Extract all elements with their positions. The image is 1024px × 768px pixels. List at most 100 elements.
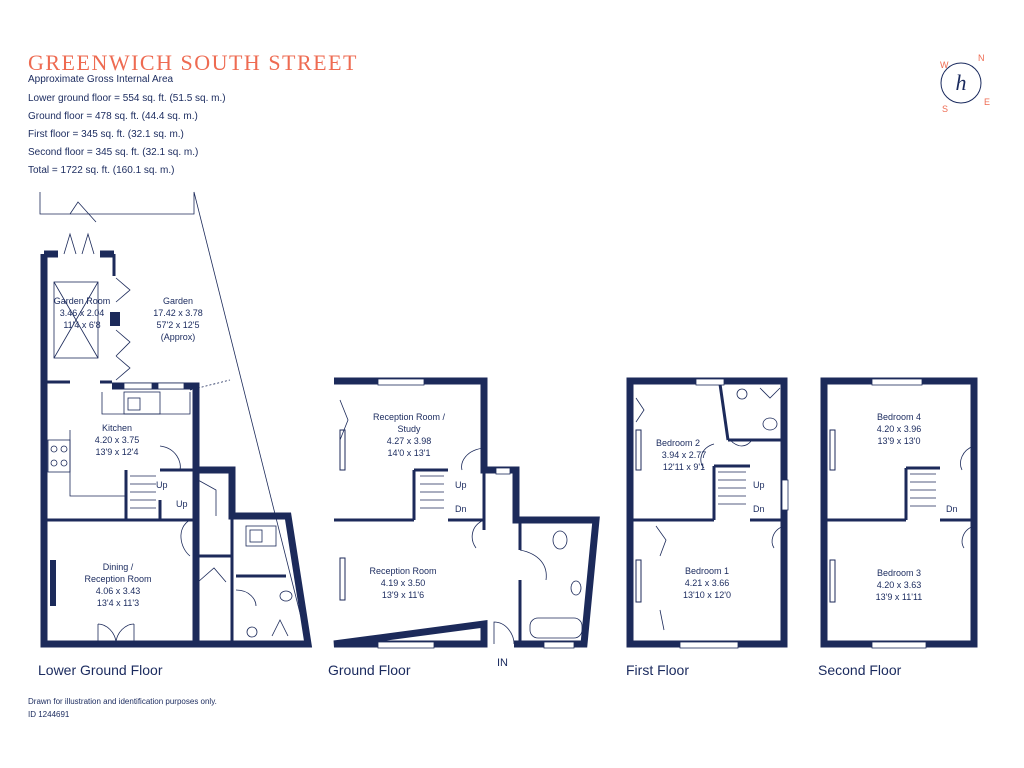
- garden-room-metric: 3.46 x 2.04: [60, 308, 105, 318]
- garden-name: Garden: [163, 296, 193, 306]
- first-stairs: [718, 471, 746, 505]
- garden-room-imperial: 11'4 x 6'8: [63, 320, 100, 330]
- kitchen-imperial: 13'9 x 12'4: [96, 447, 139, 457]
- window: [695, 378, 725, 386]
- lower-stairs-up: Up: [156, 480, 168, 490]
- compass-logo-icon: h W N S E: [940, 53, 990, 112]
- bedroom4-name: Bedroom 4: [877, 412, 921, 422]
- fireplace: [635, 559, 642, 603]
- wall-segment: [904, 466, 940, 520]
- garden-room-name: Garden Room: [54, 296, 111, 306]
- door-swing: [519, 549, 547, 581]
- first-wc-icon: [762, 417, 778, 431]
- compass-w: W: [940, 60, 949, 70]
- door-swing: [700, 443, 715, 469]
- bedroom3-metric: 4.20 x 3.63: [877, 580, 922, 590]
- first-floor-label: First Floor: [626, 662, 689, 678]
- skylight-cross: [53, 281, 99, 359]
- bedroom2-name: Bedroom 2: [656, 438, 700, 448]
- bedroom4-imperial: 13'9 x 13'0: [878, 436, 921, 446]
- fireplace: [339, 429, 346, 471]
- basin-icon: [246, 626, 258, 638]
- garden-boundary: [39, 191, 309, 646]
- hob-ring: [60, 445, 68, 453]
- kitchen-door-swing: [159, 445, 181, 471]
- lower-main-walls: [40, 254, 200, 648]
- hall-stairs-up: Up: [176, 499, 188, 509]
- garden-room-pillar: [110, 312, 120, 326]
- door-swing: [197, 567, 227, 583]
- garden-dash: [189, 379, 231, 391]
- fireplace: [339, 557, 346, 601]
- fireplace: [829, 559, 836, 603]
- entrance-label: IN: [497, 657, 508, 669]
- dining-name: Dining /: [103, 562, 134, 572]
- bedroom4-metric: 4.20 x 3.96: [877, 424, 922, 434]
- lower-ground-floor-plan: [39, 191, 313, 648]
- dining-metric: 4.06 x 3.43: [96, 586, 141, 596]
- kitchen-island: [69, 430, 126, 497]
- ground-stairs: [420, 475, 444, 509]
- bedroom2-imperial: 12'11 x 9'1: [663, 462, 705, 472]
- garden-imperial: 57'2 x 12'5: [157, 320, 200, 330]
- door-swing: [461, 447, 485, 549]
- dining-french-doors: [97, 623, 135, 645]
- first-floor-plan: [626, 377, 789, 649]
- dining-imperial: 13'4 x 11'3: [97, 598, 139, 608]
- reception-metric: 4.19 x 3.50: [381, 578, 426, 588]
- garden-approx: (Approx): [161, 332, 196, 342]
- side-bifold-doors: [115, 277, 131, 381]
- reception-name: Reception Room: [369, 566, 436, 576]
- utility-sink: [245, 525, 277, 547]
- kitchen-sink: [123, 391, 161, 415]
- window: [123, 382, 153, 390]
- compass-n: N: [978, 53, 985, 63]
- second-floor-plan: [820, 377, 978, 649]
- hob-ring: [50, 445, 58, 453]
- hob-icon: [47, 439, 71, 473]
- door-swing: [235, 589, 257, 607]
- shower-icon: [271, 619, 289, 637]
- door-swing: [339, 399, 349, 441]
- ground-wc-icon: [552, 530, 568, 550]
- reception-study-imperial: 14'0 x 13'1: [388, 448, 431, 458]
- utility-walls: [196, 466, 313, 648]
- first-basin-icon: [736, 388, 748, 400]
- area-subtitle: Approximate Gross Internal Area: [28, 74, 174, 85]
- window: [871, 378, 923, 386]
- fireplace: [829, 429, 836, 471]
- lower-stairs: [130, 475, 156, 509]
- wall-segment: [718, 383, 784, 442]
- window: [495, 467, 511, 475]
- dining-door-swing: [180, 519, 191, 557]
- reception-study-name-2: Study: [397, 424, 421, 434]
- compass-s: S: [942, 104, 948, 112]
- kitchen-name: Kitchen: [102, 423, 132, 433]
- first-stairs-up: Up: [753, 480, 765, 490]
- dining-fireplace: [50, 560, 56, 606]
- garden-room-doors: [63, 232, 95, 255]
- bedroom1-metric: 4.21 x 3.66: [685, 578, 730, 588]
- fireplace: [635, 429, 642, 471]
- window: [871, 641, 927, 649]
- window: [157, 382, 185, 390]
- reception-study-name: Reception Room /: [373, 412, 446, 422]
- window: [679, 641, 739, 649]
- wall-segment: [112, 382, 200, 410]
- sink-bowl: [249, 529, 263, 543]
- garden-metric: 17.42 x 3.78: [153, 308, 203, 318]
- lower-ground-floor-label: Lower Ground Floor: [38, 662, 163, 678]
- ground-basin-icon: [570, 580, 582, 596]
- bedroom2-metric: 3.94 x 2.77: [662, 450, 707, 460]
- skylight: [53, 281, 99, 359]
- wc-icon: [279, 590, 293, 602]
- wall-segment: [412, 468, 448, 520]
- stair-wall: [124, 470, 162, 522]
- door-swing: [729, 439, 753, 447]
- first-stairs-down: Dn: [753, 504, 765, 514]
- compass-e: E: [984, 97, 990, 107]
- area-ground: Ground floor = 478 sq. ft. (44.4 sq. m.): [28, 111, 198, 122]
- ground-floor-plan: [333, 377, 600, 649]
- window: [377, 378, 425, 386]
